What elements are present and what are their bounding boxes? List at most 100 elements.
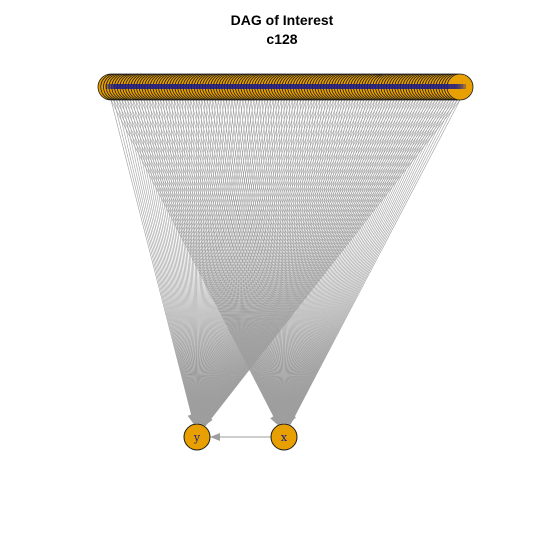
confounder-label-mark — [209, 84, 222, 89]
confounder-label-mark — [445, 84, 458, 89]
confounder-label-mark — [448, 84, 461, 89]
confounder-label-mark — [404, 84, 417, 89]
confounder-label-mark — [302, 84, 315, 89]
confounder-label-mark — [184, 84, 197, 89]
edge-confounder-to-y — [199, 99, 263, 424]
confounder-label-mark — [181, 84, 194, 89]
edge-confounder-to-y — [135, 99, 195, 424]
confounder-label-mark — [360, 84, 373, 89]
confounder-label-mark — [429, 84, 442, 89]
confounder-label-mark — [316, 84, 329, 89]
confounder-label-mark — [388, 84, 401, 89]
confounder-label-mark — [344, 84, 357, 89]
confounder-label-mark — [256, 84, 269, 89]
plot-title: DAG of Interest — [231, 12, 334, 28]
edge-confounder-to-y — [124, 99, 195, 424]
confounder-label-mark — [324, 84, 337, 89]
edge-confounder-to-y — [154, 99, 199, 425]
edge-confounder-to-y — [201, 99, 321, 424]
edge-confounder-to-y — [201, 99, 323, 424]
confounder-label-mark — [228, 84, 241, 89]
edge-confounder-to-y — [201, 99, 326, 424]
confounder-label-mark — [349, 84, 362, 89]
edge-confounder-to-y — [200, 99, 293, 424]
edge-confounder-to-y — [202, 99, 367, 425]
edge-confounder-to-y — [201, 99, 337, 425]
confounder-label-mark — [126, 84, 139, 89]
edge-confounder-to-y — [201, 99, 318, 424]
confounder-label-mark — [355, 84, 368, 89]
confounder-label-mark — [201, 84, 214, 89]
confounder-label-mark — [132, 84, 145, 89]
edge-confounder-to-x — [290, 99, 461, 425]
confounder-label-mark — [225, 84, 238, 89]
confounder-label-mark — [157, 84, 170, 89]
confounder-label-mark — [187, 84, 200, 89]
confounder-label-mark — [346, 84, 359, 89]
confounder-label-mark — [330, 84, 343, 89]
confounder-label-mark — [311, 84, 324, 89]
edge-confounder-to-y — [197, 99, 227, 424]
confounder-label-mark — [190, 84, 203, 89]
edge-confounder-to-y — [202, 99, 370, 425]
edge-confounder-to-y — [199, 99, 271, 424]
plot-subtitle: c128 — [266, 31, 297, 47]
edge-confounder-to-y — [199, 99, 257, 424]
edge-confounder-to-y — [198, 99, 255, 424]
edge-confounder-to-y — [198, 99, 249, 424]
edge-confounder-to-y — [165, 99, 197, 424]
edge-confounder-to-y — [197, 99, 216, 424]
edge-confounder-to-y — [202, 99, 373, 425]
confounder-label-mark — [371, 84, 384, 89]
edge-confounder-to-y — [199, 99, 274, 424]
edge-confounder-to-y — [200, 99, 304, 424]
confounder-label-mark — [443, 84, 456, 89]
edge-confounder-to-y — [204, 99, 442, 426]
edge-confounder-to-y — [198, 99, 241, 424]
edge-confounder-to-y — [202, 99, 376, 426]
edge-confounder-to-y — [202, 99, 354, 425]
confounder-label-mark — [245, 84, 258, 89]
confounder-label-mark — [338, 84, 351, 89]
edge-confounder-to-y — [204, 99, 425, 426]
edge-confounder-to-y — [203, 99, 398, 425]
edge-confounder-to-x — [289, 99, 458, 425]
edge-confounder-to-y — [204, 99, 433, 426]
edge-confounder-to-y — [203, 99, 406, 426]
edge-confounder-to-y — [140, 99, 196, 424]
confounder-label-mark — [223, 84, 236, 89]
confounder-label-mark — [393, 84, 406, 89]
node-label: x — [281, 431, 288, 444]
edge-confounder-to-y — [202, 99, 359, 425]
confounder-nodes — [97, 73, 474, 101]
confounder-label-mark — [179, 84, 192, 89]
confounder-label-mark — [368, 84, 381, 89]
confounder-label-mark — [423, 84, 436, 89]
confounder-label-mark — [135, 84, 148, 89]
edge-confounder-to-y — [200, 99, 307, 424]
confounder-label-mark — [113, 84, 126, 89]
confounder-label-mark — [363, 84, 376, 89]
edge-confounder-to-y — [197, 99, 224, 424]
edge-confounder-to-y — [110, 99, 196, 425]
confounder-label-mark — [220, 84, 233, 89]
edge-confounder-to-y — [127, 99, 195, 424]
confounder-label-mark — [294, 84, 307, 89]
edge-confounder-to-y — [118, 99, 195, 424]
confounder-label-mark — [308, 84, 321, 89]
edge-confounder-to-y — [200, 99, 299, 424]
confounder-label-mark — [275, 84, 288, 89]
confounder-label-mark — [198, 84, 211, 89]
edge-confounder-to-y — [203, 99, 378, 425]
edge-confounder-to-y — [196, 99, 244, 425]
confounder-label-mark — [286, 84, 299, 89]
confounder-label-mark — [283, 84, 296, 89]
confounder-label-mark — [434, 84, 447, 89]
edge-confounder-to-y — [160, 99, 196, 424]
edge-confounder-to-y — [201, 99, 315, 424]
confounder-label-mark — [105, 84, 117, 89]
edge-confounder-to-y — [204, 99, 447, 426]
confounder-label-mark — [192, 84, 205, 89]
edge-confounder-to-y — [203, 99, 395, 425]
edge-confounder-to-y — [121, 99, 195, 424]
